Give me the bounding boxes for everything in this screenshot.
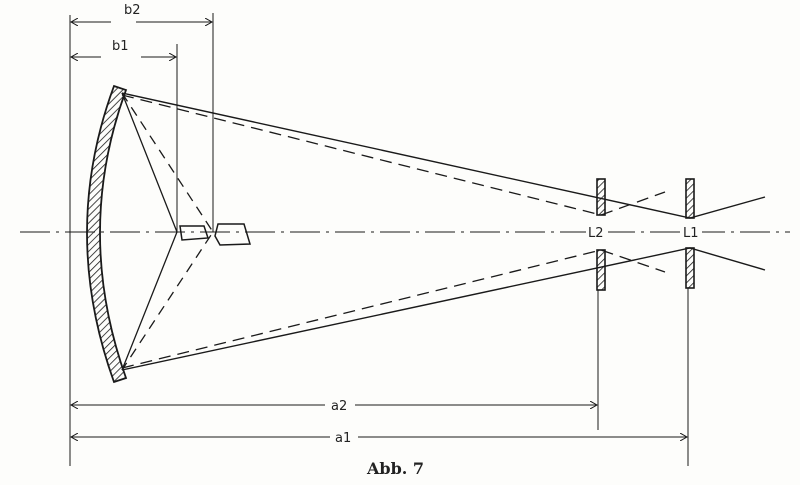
label-l2: L2 xyxy=(588,226,604,241)
label-a1: a1 xyxy=(335,431,351,446)
label-b2: b2 xyxy=(124,3,141,18)
concave-mirror xyxy=(86,84,128,384)
ray-bottom-dashed xyxy=(121,249,666,369)
label-l1: L1 xyxy=(683,226,699,241)
label-b1: b1 xyxy=(112,39,129,54)
ray-bottom-solid xyxy=(121,247,766,371)
aperture-l1-bottom xyxy=(685,247,695,289)
inner-ray-dashed xyxy=(121,92,214,371)
aperture-l2-bottom xyxy=(596,249,606,291)
inner-ray-solid xyxy=(121,92,178,371)
ray-top-solid xyxy=(121,92,766,219)
ray-top-dashed xyxy=(121,94,666,216)
aperture-l2-top xyxy=(596,178,606,216)
figure-caption: Abb. 7 xyxy=(366,459,424,478)
lamp-b1 xyxy=(179,225,210,241)
aperture-l1-top xyxy=(685,178,695,219)
lamp-b2 xyxy=(214,223,251,246)
label-a2: a2 xyxy=(331,399,347,414)
